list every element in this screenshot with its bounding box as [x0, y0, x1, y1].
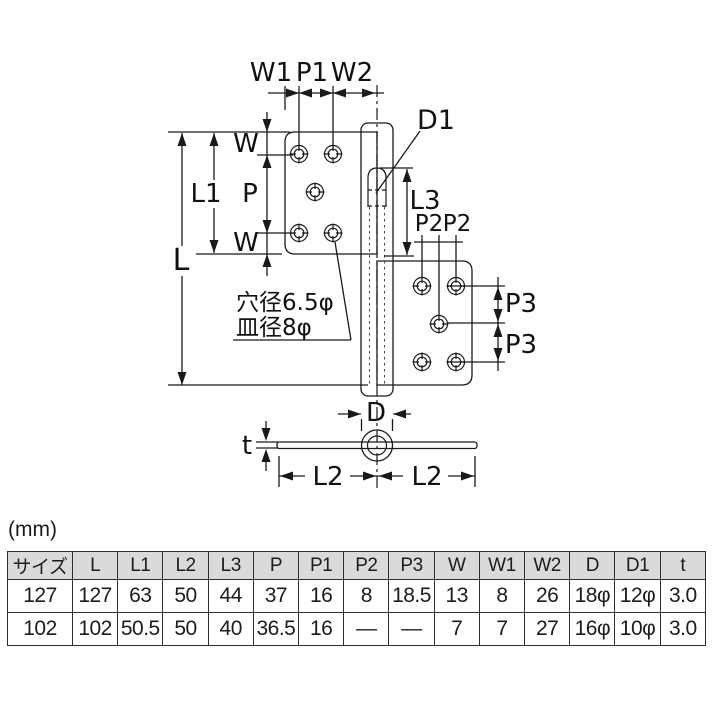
label-p3-top: P3 [505, 289, 537, 319]
table-cell: 36.5 [252, 612, 300, 646]
label-l2-left: L2 [312, 462, 343, 492]
table-cell: 102 [7, 612, 73, 646]
label-p2-right: P2 [443, 211, 472, 237]
table-cell: — [343, 612, 390, 646]
label-p3-bottom: P3 [505, 330, 537, 360]
table-cell: 7 [478, 612, 526, 646]
screw-hole [322, 222, 344, 244]
upper-leaf-screw-holes [288, 143, 344, 244]
screw-hole [411, 351, 433, 373]
screw-hole [288, 143, 310, 165]
upper-leaf-plate [284, 131, 378, 255]
col-header-w1: W1 [478, 551, 526, 580]
table-cell: 7 [433, 612, 480, 646]
label-l3: L3 [409, 186, 440, 216]
col-header-p1: P1 [298, 551, 345, 580]
table-header-row: サイズ L L1 L2 L3 P P1 P2 P3 W W1 W2 D D1 t [7, 551, 707, 580]
screw-hole [411, 275, 433, 297]
dim-w1-p1-w2 [268, 86, 384, 146]
table-cell: 50 [162, 612, 209, 646]
dimension-table: サイズ L L1 L2 L3 P P1 P2 P3 W W1 W2 D D1 t… [7, 551, 707, 646]
table-cell: 102 [71, 612, 119, 646]
countersink-diameter-note: 皿径8φ [236, 315, 312, 341]
table-cell: 16 [298, 612, 345, 646]
label-l: L [173, 243, 190, 278]
dim-l2-l2 [278, 456, 476, 487]
col-header-w: W [433, 551, 480, 580]
table-cell: 8 [343, 579, 390, 613]
table-cell: 27 [524, 612, 571, 646]
hole-diameter-note: 穴径6.5φ [236, 290, 334, 316]
label-l1: L1 [190, 179, 221, 209]
col-header-d: D [569, 551, 616, 580]
dim-d [338, 409, 411, 431]
table-cell: 127 [71, 579, 119, 613]
table-cell: 18.5 [388, 579, 435, 613]
table-row-size-127: 127 127 63 50 44 37 16 8 18.5 13 8 26 18… [7, 579, 707, 613]
col-header-p3: P3 [388, 551, 435, 580]
label-p2-left: P2 [415, 211, 444, 237]
table-cell: 13 [433, 579, 480, 613]
table-cell: 8 [478, 579, 526, 613]
table-row-size-102: 102 102 50.5 50 40 36.5 16 — — 7 7 27 16… [7, 612, 707, 646]
table-cell: 37 [252, 579, 300, 613]
table-cell: 40 [207, 612, 254, 646]
table-cell: 127 [7, 579, 73, 613]
dim-l3 [380, 167, 414, 257]
table-cell: 50.5 [117, 612, 164, 646]
label-w-bottom: W [233, 228, 259, 258]
label-p: P [242, 179, 258, 209]
col-header-d1: D1 [614, 551, 661, 580]
label-w1: W1 [250, 58, 292, 88]
col-header-size: サイズ [7, 551, 73, 580]
table-cell: 44 [207, 579, 254, 613]
screw-hole [322, 143, 344, 165]
dim-t [256, 421, 278, 471]
table-cell: — [388, 612, 435, 646]
table-cell: 26 [524, 579, 571, 613]
hinge-dimension-diagram: W1 P1 W2 D1 W L1 P W L L3 P2 P2 P3 P3 穴径… [168, 58, 537, 492]
col-header-p: P [252, 551, 300, 580]
table-cell: 16 [298, 579, 345, 613]
lower-leaf-plate [376, 260, 473, 386]
label-w-top: W [233, 129, 259, 159]
col-header-l1: L1 [117, 551, 164, 580]
label-p1: P1 [296, 58, 328, 88]
hole-note-leader [233, 241, 352, 341]
col-header-l: L [71, 551, 119, 580]
col-header-w2: W2 [524, 551, 571, 580]
table-cell: 50 [162, 579, 209, 613]
dim-l [168, 131, 368, 386]
table-cell: 3.0 [659, 612, 707, 646]
col-header-l3: L3 [207, 551, 254, 580]
label-t: t [242, 431, 252, 461]
label-l2-right: L2 [411, 462, 442, 492]
dim-p3 [447, 277, 505, 371]
table-cell: 3.0 [659, 579, 707, 613]
dim-l1 [196, 133, 282, 255]
dim-w-p-w [257, 112, 293, 276]
table-cell: 10φ [614, 612, 661, 646]
table-cell: 16φ [569, 612, 616, 646]
label-d: D [366, 398, 386, 428]
col-header-t: t [659, 551, 707, 580]
unit-label: (mm) [8, 518, 57, 541]
col-header-l2: L2 [162, 551, 209, 580]
dim-p2 [414, 235, 463, 315]
table-cell: 12φ [614, 579, 661, 613]
col-header-p2: P2 [343, 551, 390, 580]
label-w2: W2 [331, 58, 373, 88]
d1-leader-line [375, 130, 421, 194]
table-cell: 63 [117, 579, 164, 613]
screw-hole [428, 313, 450, 335]
label-d1: D1 [417, 105, 455, 136]
screw-hole [304, 181, 326, 203]
table-cell: 18φ [569, 579, 616, 613]
